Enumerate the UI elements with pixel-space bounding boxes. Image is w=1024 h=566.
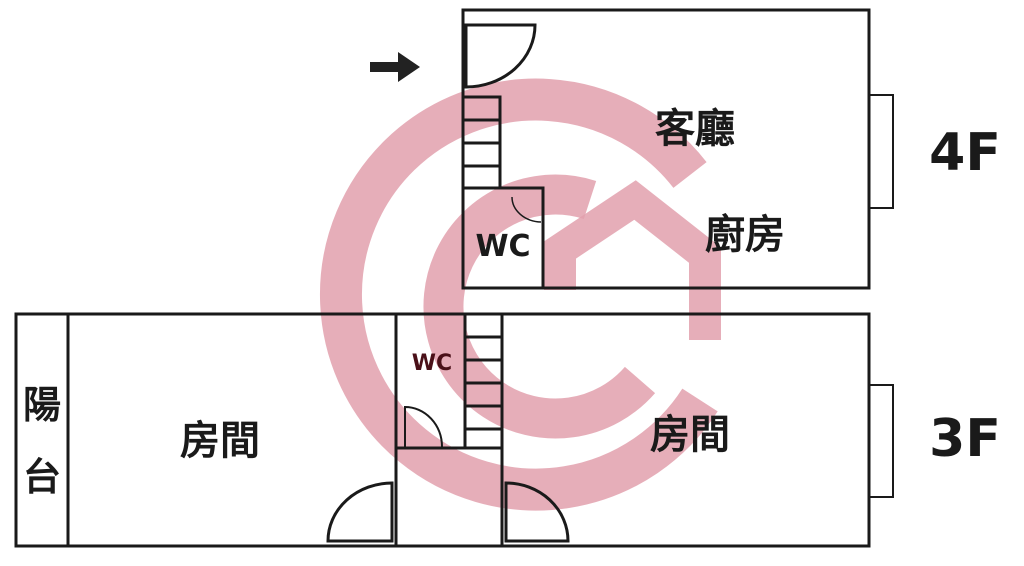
floor-label-4f: 4F: [929, 123, 1001, 183]
room-label-living: 客廳: [655, 106, 735, 152]
floor-label-3f: 3F: [929, 409, 1001, 469]
room-label-room-right: 房間: [650, 412, 730, 458]
room-label-wc-4f: WC: [475, 229, 530, 264]
floor-4f-plan: [461, 8, 894, 290]
room-label-balcony-bottom: 台: [23, 455, 61, 499]
room-label-wc-3f: WC: [412, 351, 452, 376]
watermark-logo: [319, 78, 721, 511]
floor-3f-plan: [14, 312, 894, 548]
room-label-kitchen: 廚房: [705, 212, 785, 258]
arrow-right-icon: [370, 52, 420, 82]
room-label-balcony-top: 陽: [23, 383, 61, 427]
room-label-room-left: 房間: [180, 418, 260, 464]
